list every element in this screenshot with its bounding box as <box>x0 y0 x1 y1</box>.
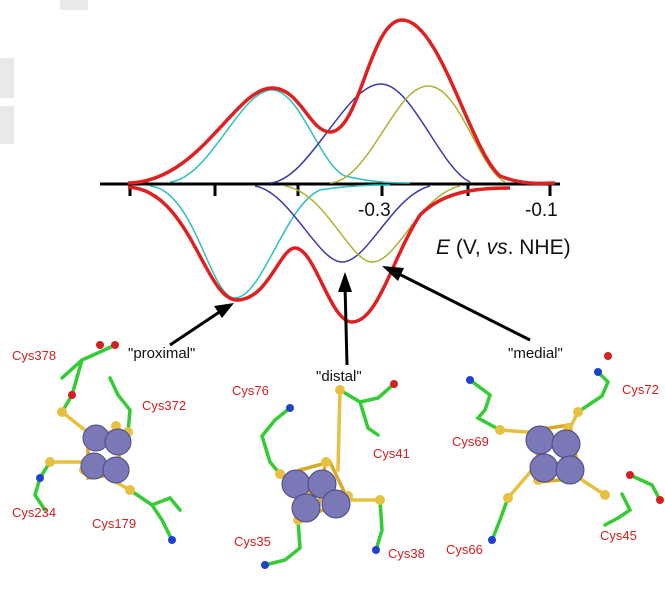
cluster-proximal <box>33 341 182 544</box>
iron-atom <box>307 469 337 499</box>
arrow-proximal <box>169 307 225 347</box>
residue-label: Cys378 <box>12 348 57 363</box>
axis-vs: vs <box>486 236 508 259</box>
callout-arrows <box>169 266 531 366</box>
residue-label: Cys72 <box>622 382 659 397</box>
watermark-fragment <box>0 58 14 98</box>
axis-title: E (V, vs. NHE) <box>436 236 571 260</box>
residue-label: Cys76 <box>232 383 269 398</box>
tick-label-minus-0-1: -0.1 <box>525 200 558 221</box>
iron-atom <box>525 425 555 455</box>
iron-atom <box>321 489 351 519</box>
arrow-medial-head <box>382 266 404 281</box>
arrow-distal <box>343 284 349 366</box>
iron-atom <box>529 453 559 483</box>
component-distal-reduction <box>254 185 431 263</box>
cluster-distal <box>260 380 398 569</box>
residue-label: Cys35 <box>234 534 271 549</box>
envelope-oxidation <box>127 18 556 186</box>
residue-label: Cys45 <box>600 528 637 543</box>
iron-atom <box>102 456 130 484</box>
residue-label: Cys66 <box>446 542 483 557</box>
envelope-reduction <box>127 185 511 324</box>
tick-label-minus-0-3: -0.3 <box>358 200 391 221</box>
label-distal: "distal" <box>316 368 362 385</box>
axis-variable: E <box>436 236 451 259</box>
residue-label: Cys179 <box>92 516 137 531</box>
watermark-fragment <box>60 0 88 10</box>
component-proximal-reduction <box>149 184 391 299</box>
iron-atom <box>291 493 321 523</box>
iron-atom <box>82 424 110 452</box>
iron-atom <box>80 452 108 480</box>
label-medial: "medial" <box>508 345 563 362</box>
residue-label: Cys41 <box>373 446 410 461</box>
residue-label: Cys372 <box>142 398 187 413</box>
component-medial-reduction <box>284 185 461 263</box>
component-medial-oxidation <box>329 85 506 184</box>
residue-label: Cys234 <box>12 505 57 520</box>
axis-reference: . NHE) <box>507 236 571 259</box>
arrow-proximal-head <box>214 303 234 318</box>
label-proximal: "proximal" <box>128 345 196 362</box>
arrow-medial <box>394 270 531 342</box>
component-proximal-oxidation <box>169 89 411 184</box>
iron-atom <box>555 455 585 485</box>
cluster-medial <box>466 352 664 544</box>
residue-label: Cys69 <box>452 434 489 449</box>
arrow-distal-head <box>338 272 352 292</box>
iron-atom <box>551 429 581 459</box>
component-distal-oxidation <box>269 83 471 184</box>
residue-label: Cys38 <box>388 546 425 561</box>
watermark-fragment <box>0 106 14 144</box>
iron-atom <box>104 428 132 456</box>
axis-units: (V, <box>450 236 487 259</box>
voltammogram <box>100 18 560 324</box>
